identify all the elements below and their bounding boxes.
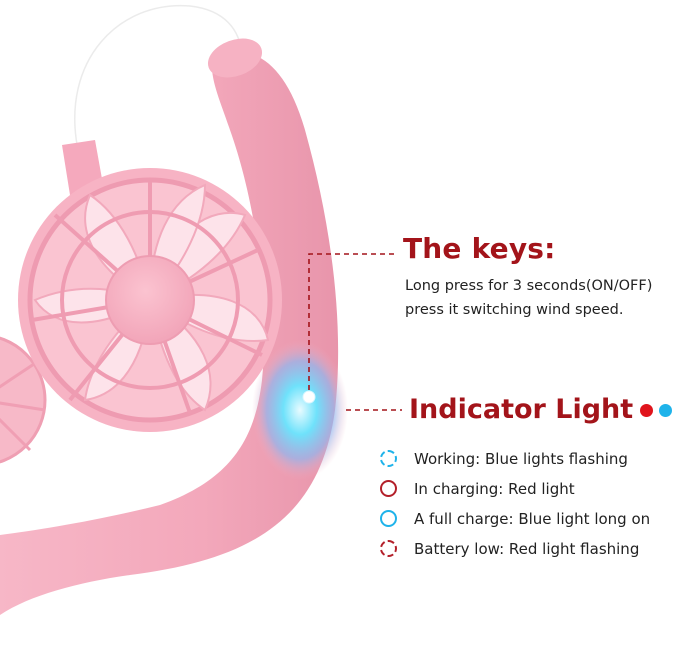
left-fan xyxy=(0,336,47,464)
blue-dashed-ring-icon xyxy=(380,450,397,467)
blue-indicator-dot xyxy=(659,404,672,417)
main-fan xyxy=(18,168,282,432)
fan-hub xyxy=(105,255,195,345)
keys-description-line-2: press it switching wind speed. xyxy=(405,302,624,318)
red-dashed-ring-icon xyxy=(380,540,397,557)
blue-solid-ring-icon xyxy=(380,510,397,527)
legend-label: In charging: Red light xyxy=(414,480,575,498)
keys-leader-line xyxy=(308,253,396,390)
neck-band xyxy=(0,51,339,616)
legend-working: Working: Blue lights flashing xyxy=(380,449,675,471)
red-indicator-dot xyxy=(640,404,653,417)
legend-charging: In charging: Red light xyxy=(380,479,675,501)
keys-description-line-1: Long press for 3 seconds(ON/OFF) xyxy=(405,278,653,294)
legend-label: Working: Blue lights flashing xyxy=(414,450,628,468)
led-key xyxy=(302,390,316,404)
legend-full-charge: A full charge: Blue light long on xyxy=(380,509,675,531)
legend-label: Battery low: Red light flashing xyxy=(414,540,640,558)
keys-title: The keys: xyxy=(403,232,556,265)
indicator-title: Indicator Light xyxy=(409,394,634,425)
band-end-cap xyxy=(207,38,263,78)
legend-label: A full charge: Blue light long on xyxy=(414,510,651,528)
legend-battery-low: Battery low: Red light flashing xyxy=(380,539,675,561)
red-solid-ring-icon xyxy=(380,480,397,497)
led-glow xyxy=(252,340,348,480)
